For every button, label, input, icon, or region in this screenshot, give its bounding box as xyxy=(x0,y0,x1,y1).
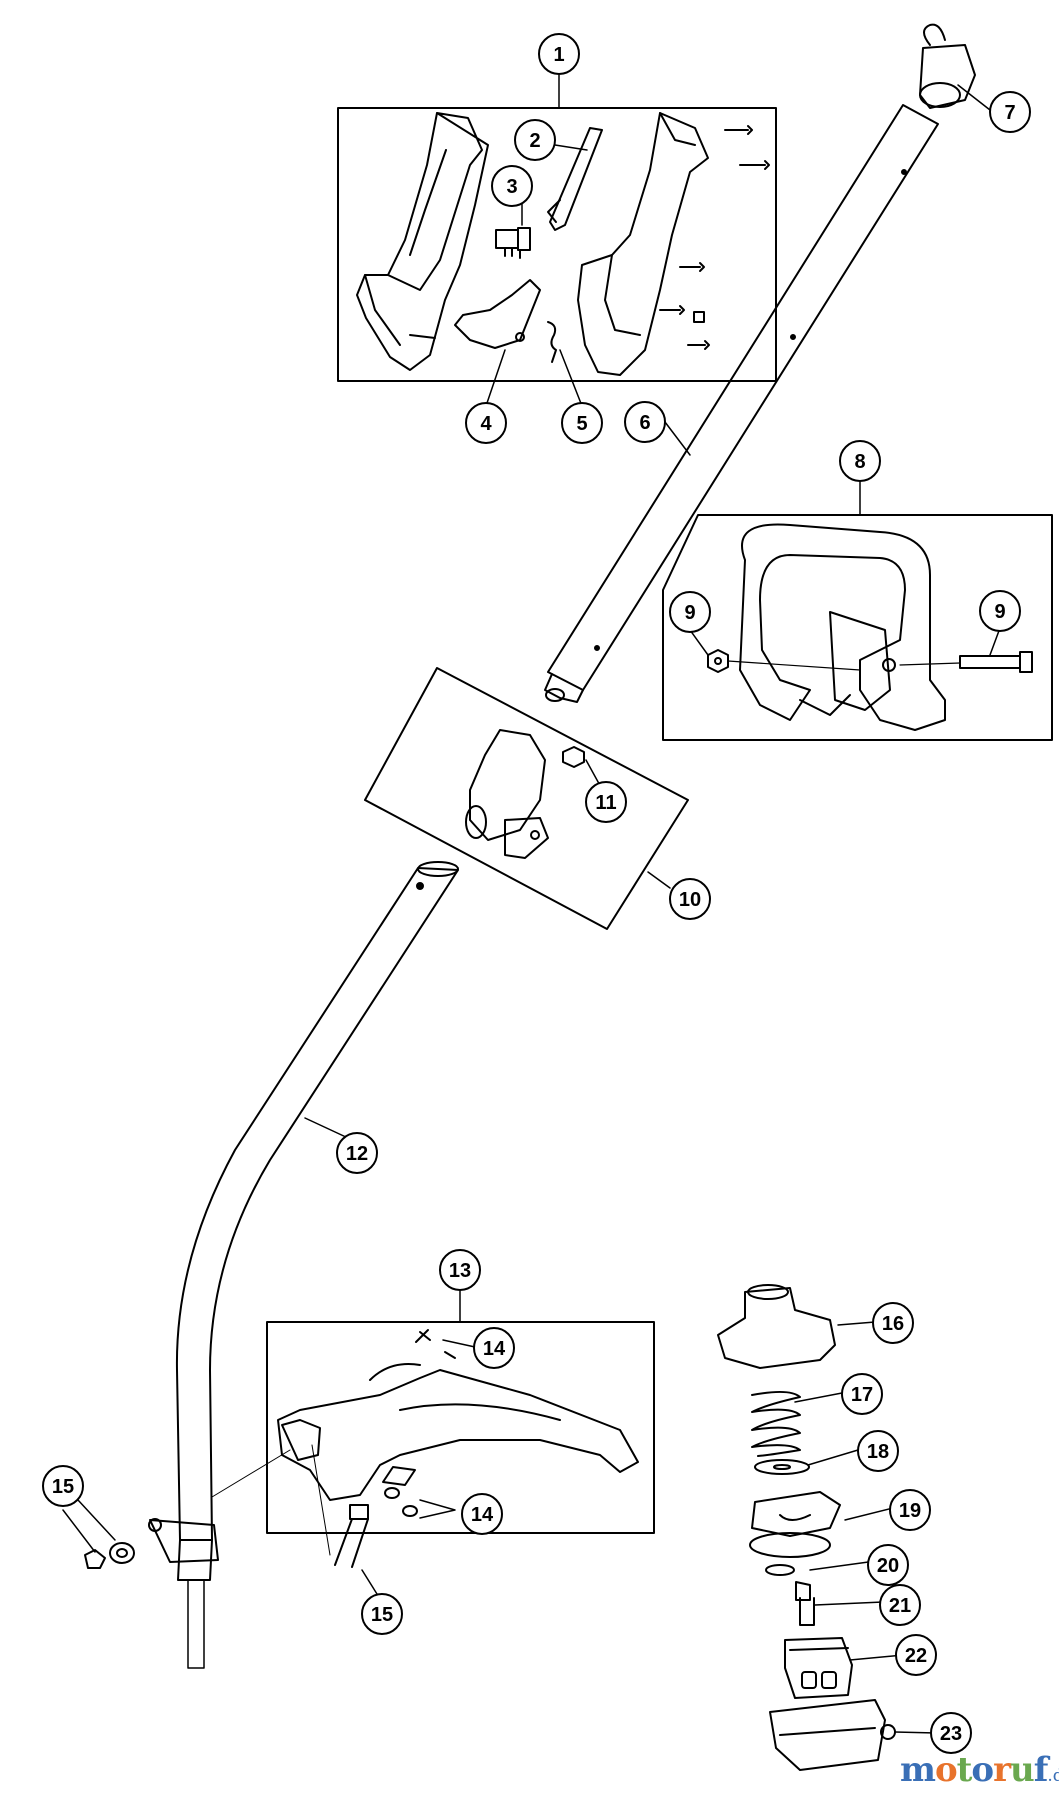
svg-text:18: 18 xyxy=(867,1441,889,1463)
svg-text:13: 13 xyxy=(449,1260,471,1282)
spool-housing-top xyxy=(717,1284,836,1369)
spring-small xyxy=(547,321,557,363)
throttle-trigger xyxy=(547,127,603,231)
callout-5: 5 xyxy=(561,402,603,444)
callout-11: 11 xyxy=(585,781,627,823)
svg-text:8: 8 xyxy=(854,451,865,473)
coupler-screw xyxy=(562,746,585,768)
assist-handle-box xyxy=(662,514,1053,741)
callout-8: 8 xyxy=(839,440,881,482)
watermark-suffix: .de xyxy=(1047,1766,1059,1786)
svg-text:9: 9 xyxy=(684,602,695,624)
svg-text:15: 15 xyxy=(52,1476,74,1498)
svg-text:10: 10 xyxy=(679,889,701,911)
spool-washer xyxy=(765,1564,795,1576)
watermark-logo: motoruf.de xyxy=(900,1750,1059,1790)
svg-text:4: 4 xyxy=(480,413,492,435)
guard-parts-box xyxy=(266,1321,655,1534)
svg-text:15: 15 xyxy=(371,1604,393,1626)
callout-1: 1 xyxy=(538,33,580,75)
bump-knob xyxy=(769,1699,896,1771)
svg-text:22: 22 xyxy=(905,1645,927,1667)
washer xyxy=(754,1459,810,1475)
guard-alignment-line xyxy=(211,1449,291,1498)
callout-9-nut: 9 xyxy=(669,591,711,633)
callout-14-top: 14 xyxy=(473,1327,515,1369)
svg-text:7: 7 xyxy=(1004,102,1015,124)
guard-screws xyxy=(382,1329,456,1517)
callout-13: 13 xyxy=(439,1249,481,1291)
assist-handle xyxy=(739,523,946,731)
spring xyxy=(751,1391,801,1457)
svg-text:16: 16 xyxy=(882,1313,904,1335)
shaft-end-cap xyxy=(919,23,976,109)
guard-bolt-line xyxy=(311,1444,331,1556)
callout-2: 2 xyxy=(514,119,556,161)
svg-text:20: 20 xyxy=(877,1555,899,1577)
svg-text:23: 23 xyxy=(940,1723,962,1745)
watermark-text: motoruf xyxy=(900,1750,1048,1790)
callout-7: 7 xyxy=(989,91,1031,133)
callout-18: 18 xyxy=(857,1430,899,1472)
callout-14-bottom: 14 xyxy=(461,1493,503,1535)
callout-16: 16 xyxy=(872,1302,914,1344)
switch xyxy=(495,227,531,259)
screws xyxy=(659,125,770,350)
hex-nut xyxy=(707,649,861,673)
callout-12: 12 xyxy=(336,1132,378,1174)
svg-text:3: 3 xyxy=(506,176,517,198)
svg-text:1: 1 xyxy=(553,44,564,66)
svg-text:9: 9 xyxy=(994,601,1005,623)
svg-text:14: 14 xyxy=(471,1504,494,1526)
svg-text:12: 12 xyxy=(346,1143,368,1165)
handle-housing-right xyxy=(577,112,709,376)
shaft-coupler xyxy=(465,729,549,859)
callout-3: 3 xyxy=(491,165,533,207)
assist-bolt xyxy=(899,651,1033,673)
eyelet xyxy=(784,1637,853,1699)
svg-text:6: 6 xyxy=(639,412,650,434)
svg-text:21: 21 xyxy=(889,1595,911,1617)
callout-20: 20 xyxy=(867,1544,909,1586)
spool xyxy=(749,1491,841,1558)
callout-19: 19 xyxy=(889,1489,931,1531)
svg-text:17: 17 xyxy=(851,1384,873,1406)
callout-21: 21 xyxy=(879,1584,921,1626)
callout-15-bottom: 15 xyxy=(361,1593,403,1635)
callout-6: 6 xyxy=(624,401,666,443)
callout-23: 23 xyxy=(930,1712,972,1754)
callout-4: 4 xyxy=(465,402,507,444)
handle-parts-box xyxy=(337,107,777,382)
spool-bolt xyxy=(795,1581,815,1626)
svg-text:19: 19 xyxy=(899,1500,921,1522)
coupler-box xyxy=(364,667,689,930)
callout-15-left: 15 xyxy=(42,1465,84,1507)
svg-text:5: 5 xyxy=(576,413,587,435)
lock-off-lever xyxy=(454,279,541,349)
upper-shaft xyxy=(544,104,939,703)
callout-10: 10 xyxy=(669,878,711,920)
callout-9-bolt: 9 xyxy=(979,590,1021,632)
lower-curved-shaft xyxy=(175,861,459,1669)
svg-text:11: 11 xyxy=(595,792,616,814)
callout-22: 22 xyxy=(895,1634,937,1676)
guard-bolt xyxy=(334,1504,369,1568)
shaft-clamp xyxy=(148,1518,219,1563)
wing-nut xyxy=(84,1542,135,1569)
callout-17: 17 xyxy=(841,1373,883,1415)
svg-text:2: 2 xyxy=(529,130,540,152)
handle-housing-left xyxy=(356,112,489,371)
svg-text:14: 14 xyxy=(483,1338,506,1360)
leader-lines xyxy=(62,74,1001,1734)
trimmer-guard xyxy=(277,1363,639,1501)
